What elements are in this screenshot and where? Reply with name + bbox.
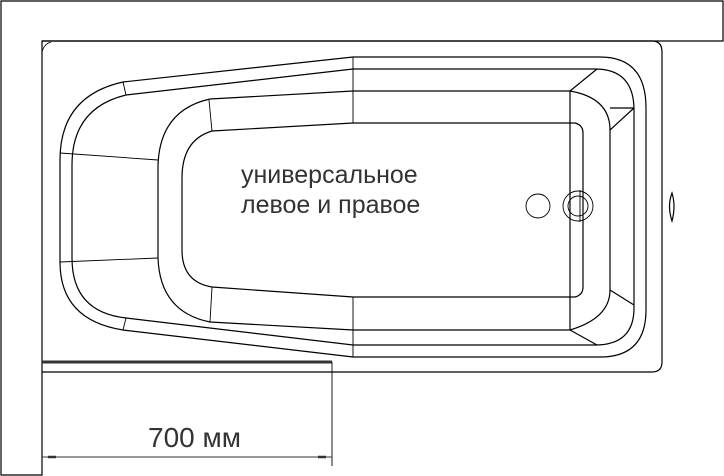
tub-rim bbox=[41, 40, 663, 373]
segment-lines bbox=[59, 57, 354, 357]
dimension-line bbox=[41, 362, 333, 470]
dimension-label: 700 мм bbox=[148, 422, 241, 453]
note-line-1: универсальное bbox=[241, 161, 418, 189]
orientation-note: универсальное левое и правое bbox=[241, 160, 420, 220]
note-line-2: левое и правое bbox=[241, 191, 421, 219]
tub-floor bbox=[181, 122, 584, 298]
overflow-icon bbox=[562, 190, 594, 222]
drain-icon bbox=[525, 193, 551, 219]
faucet-icon bbox=[668, 191, 675, 224]
tub-outer-contour bbox=[59, 56, 647, 358]
